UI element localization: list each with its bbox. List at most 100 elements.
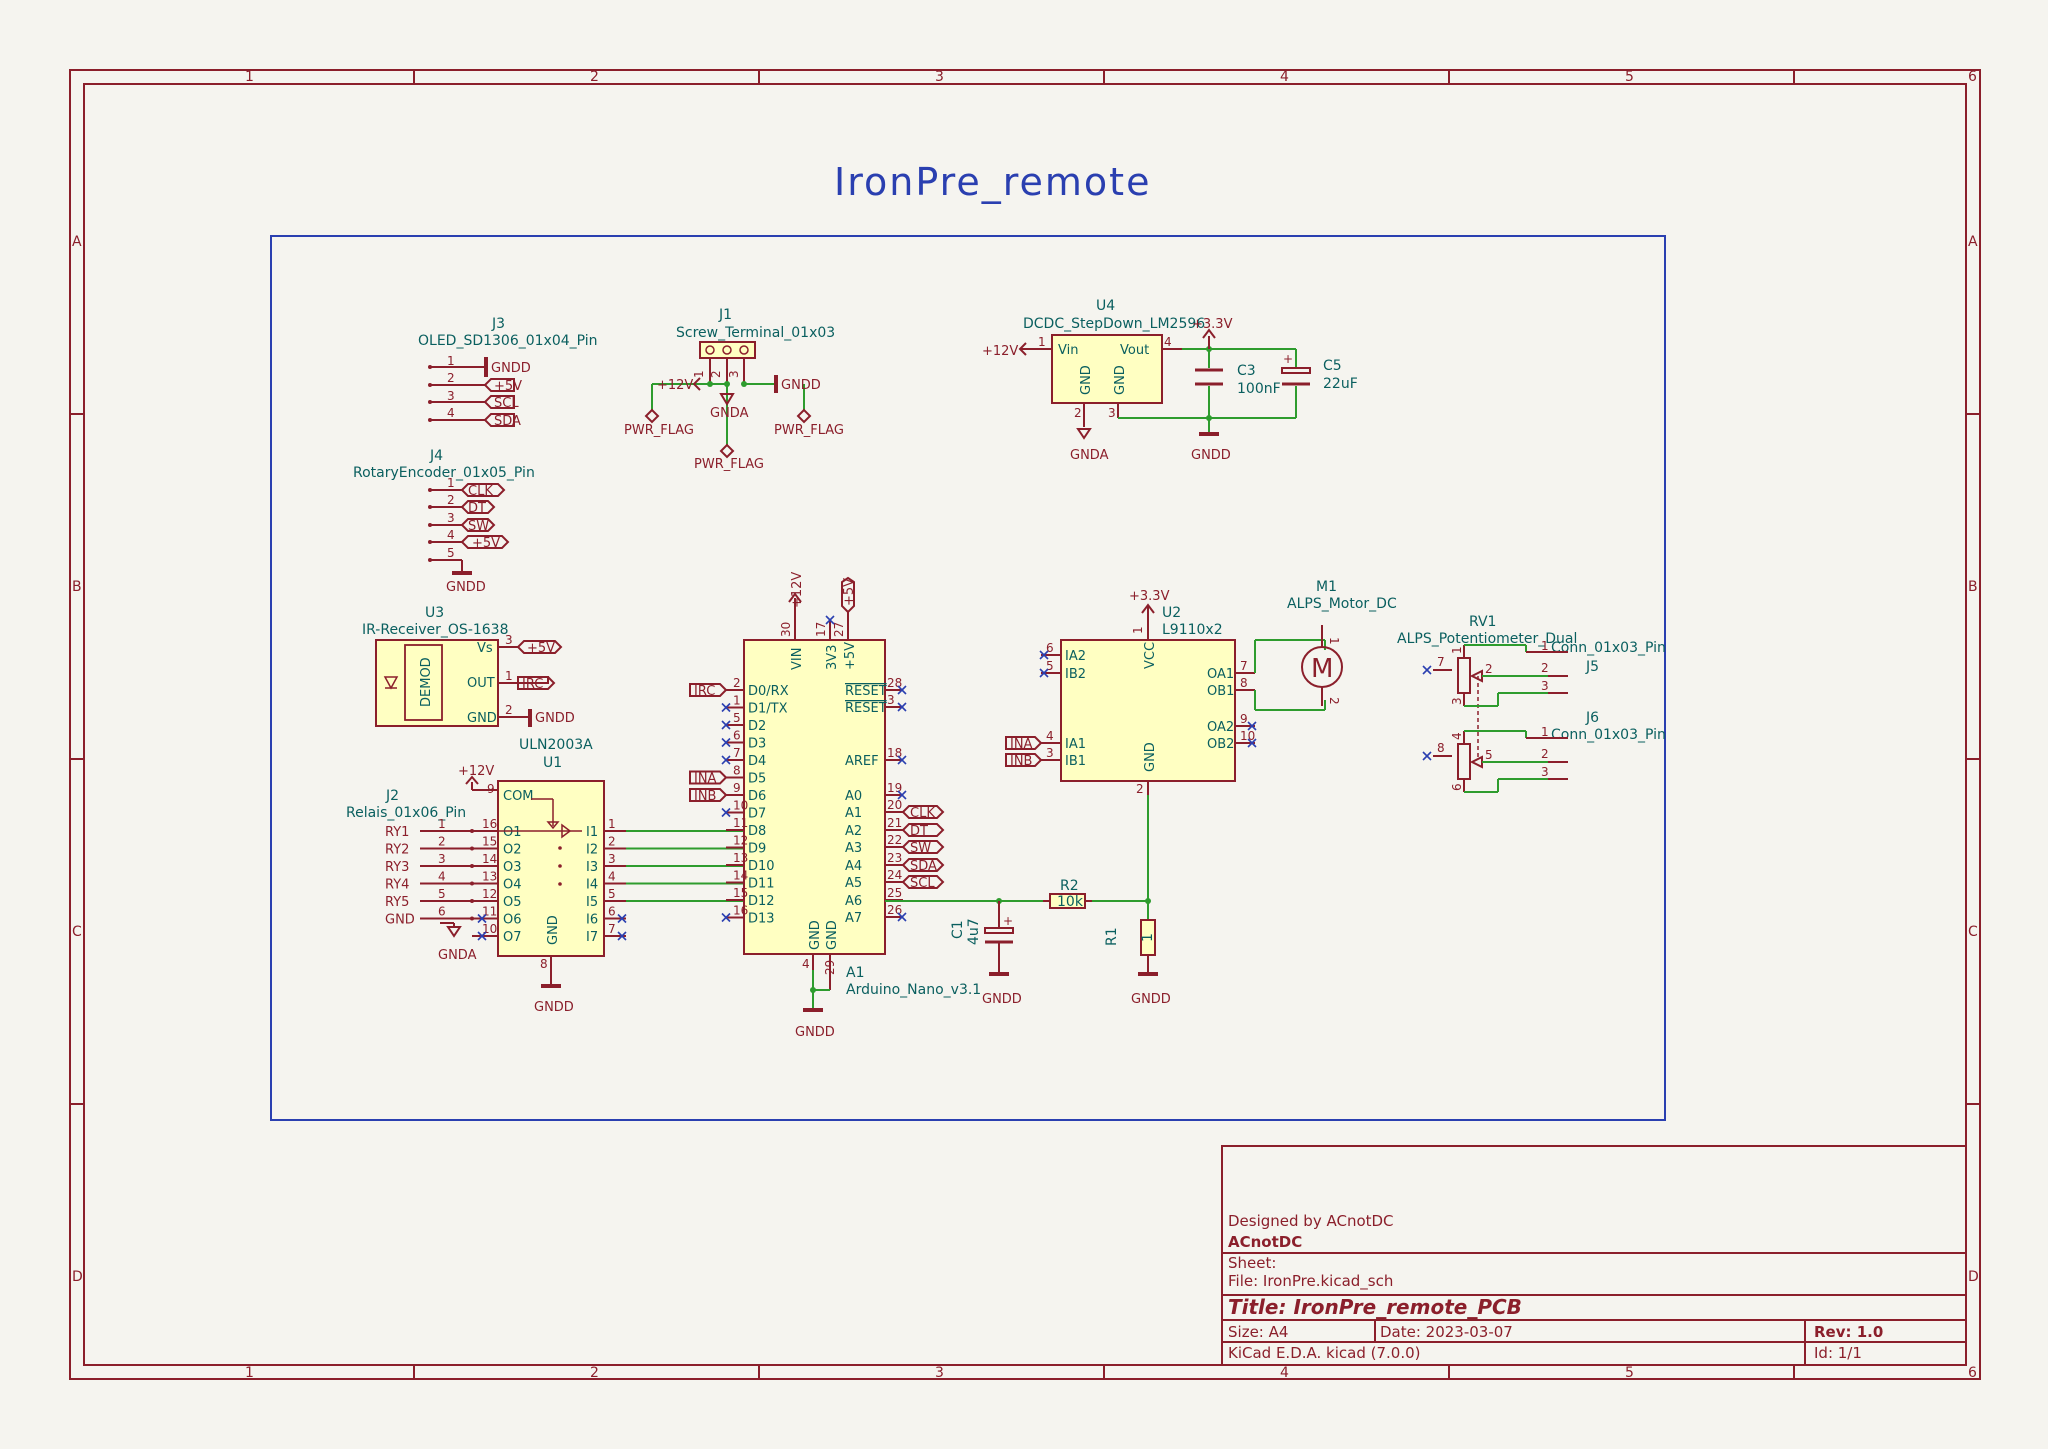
U4-pin-vout: Vout [1120,343,1149,358]
J2-pin6: 6 [438,905,446,919]
A1-pin-d3: D3 [748,737,766,752]
U2-body [1060,639,1236,782]
col-label-top-4: 4 [1280,69,1289,85]
J2-net-gnda: GNDA [438,948,477,963]
row-label-left-D: D [72,1269,83,1285]
U1-pin-o4: O4 [503,878,522,893]
RV1-pin2: 2 [1485,662,1493,676]
sheet-title: IronPre_remote [834,160,1151,204]
J3-value: OLED_SD1306_01x04_Pin [418,333,598,349]
A1-pin-a3-6: A3 [845,841,862,856]
U1-rnum-2: 3 [608,852,616,866]
A1-pin-gnd2: GND [825,920,840,950]
J3-net-sda: SDA [494,414,521,429]
A1-pin-d9: D9 [748,842,766,857]
J2-net-ry5: RY5 [385,895,409,910]
component-J4[interactable]: J4 RotaryEncoder_01x05_Pin 1 2 3 4 5 CLK… [353,448,535,595]
C1-net-gndd: GNDD [982,992,1022,1007]
J4-pin3: 3 [447,511,455,525]
A1-pin-vin: VIN [790,648,805,670]
A1-pin-d8: D8 [748,824,766,839]
R1-net-gndd: GNDD [1131,992,1171,1007]
A1-net-5v: +5V [842,578,857,606]
component-RV1[interactable]: RV1 ALPS_Potentiometer_Dual 1 2 3 7 4 5 … [1397,614,1577,793]
row-label-right-A: A [1968,234,1978,250]
U2-lnum-3: 3 [1046,746,1054,760]
U1-ref: U1 [543,755,562,771]
A1-pin-a2-5: A2 [845,824,862,839]
A1-lnum-3: 6 [733,729,741,743]
U2-gnd-num: 2 [1136,782,1144,796]
U4-pin-num4: 4 [1164,335,1172,349]
component-C5[interactable]: + C5 22uF [1281,352,1358,392]
J6-pin2: 2 [1541,747,1549,761]
component-M1[interactable]: M1 ALPS_Motor_DC M 1 2 [1287,579,1397,706]
M1-pin2: 2 [1327,697,1341,705]
U2-pin-ia2: IA2 [1065,649,1086,664]
component-R1[interactable]: R1 1 GNDD [1104,782,1171,1007]
J2-net-ry1: RY1 [385,825,409,840]
RV1-pin3: 3 [1450,697,1464,705]
A1-lnum-11: 14 [733,869,748,883]
component-J2[interactable]: J2 Relais_01x06_Pin 1RY12RY23RY34RY45RY5… [346,788,477,963]
U2-pin-ob1: OB1 [1207,684,1234,699]
M1-value: ALPS_Motor_DC [1287,596,1397,612]
A1-pin-d0-rx: D0/RX [748,684,789,699]
U4-net-3v3: +3.3V [1192,317,1233,332]
component-J5[interactable]: J5 Conn_01x03_Pin 1 2 3 [1526,639,1666,694]
component-A1[interactable]: A1 Arduino_Nano_v3.1 VIN 3V3 +5V 30 17 2… [689,572,981,1040]
U1-pin-o7: O7 [503,930,522,945]
A1-pin-d5: D5 [748,772,766,787]
J6-pin3: 3 [1541,765,1549,779]
U1-pin-i7: I7 [586,930,598,945]
J3-pin1: 1 [447,354,455,368]
col-label-bottom-5: 5 [1625,1365,1634,1381]
A1-lnum-13: 16 [733,904,748,918]
tb-title: Title: IronPre_remote_PCB [1228,1295,1522,1319]
U3-pin-num1: 1 [505,669,513,683]
A1-label-irc: IRC [694,684,715,699]
U2-rnum-3: 10 [1240,729,1255,743]
A1-pin-3v3: 3V3 [825,645,840,670]
component-U3[interactable]: U3 IR-Receiver_OS-1638 DEMOD Vs OUT GND … [362,605,575,727]
row-label-right-C: C [1968,924,1978,940]
U1-rnum-6: 7 [608,922,616,936]
row-label-right-D: D [1968,1269,1979,1285]
component-R2[interactable]: R2 10k [1043,878,1148,910]
R2-value: 10k [1057,894,1084,910]
tb-date: Date: 2023-03-07 [1380,1323,1513,1341]
J3-pin4: 4 [447,406,455,420]
component-J6[interactable]: J6 Conn_01x03_Pin 1 2 3 [1526,710,1666,780]
col-label-bottom-6: 6 [1968,1365,1977,1381]
J5-value: Conn_01x03_Pin [1551,640,1666,656]
component-U4[interactable]: U4 DCDC_StepDown_LM2596 Vin Vout GND GND… [982,298,1297,463]
component-U1[interactable]: ULN2003A U1 +12V 9 COM 16O115O214O313O41… [458,737,744,1015]
J2-net-ry2: RY2 [385,843,409,858]
U2-value: L9110x2 [1162,622,1223,638]
U2-ref: U2 [1162,605,1181,621]
J6-ref: J6 [1585,710,1599,726]
A1-pin-a6-9: A6 [845,894,862,909]
U3-pin-gnd: GND [467,711,497,726]
A1-num-17: 17 [814,622,828,637]
A1-label-sw: SW [910,841,931,856]
U4-net-12v: +12V [982,344,1018,359]
J2-ref: J2 [385,788,399,804]
U1-pin-i3: I3 [586,860,598,875]
A1-pin-aref-2: AREF [845,754,879,769]
row-label-left-A: A [72,234,82,250]
A1-pin-d6: D6 [748,789,766,804]
col-label-top-2: 2 [590,69,599,85]
sheet-area-box [270,235,1666,1121]
component-J1[interactable]: J1 Screw_Terminal_01x03 1 2 3 +12V GNDA … [624,307,844,472]
U4-pin-vin: Vin [1058,343,1078,358]
component-J3[interactable]: J3 OLED_SD1306_01x04_Pin 1 2 3 4 GNDD +5… [418,316,598,429]
component-C3[interactable]: C3 100nF [1195,363,1281,397]
col-label-bottom-2: 2 [590,1365,599,1381]
component-U2[interactable]: +3.3V U2 L9110x2 1 VCC GND 2 6IA25IB24IA… [1005,589,1326,796]
U1-rnum-0: 1 [608,817,616,831]
J1-value: Screw_Terminal_01x03 [676,325,835,341]
RV1-ref: RV1 [1469,614,1496,630]
row-label-right-B: B [1968,579,1978,595]
component-C1[interactable]: + C1 4u7 GNDD [885,898,1043,1007]
